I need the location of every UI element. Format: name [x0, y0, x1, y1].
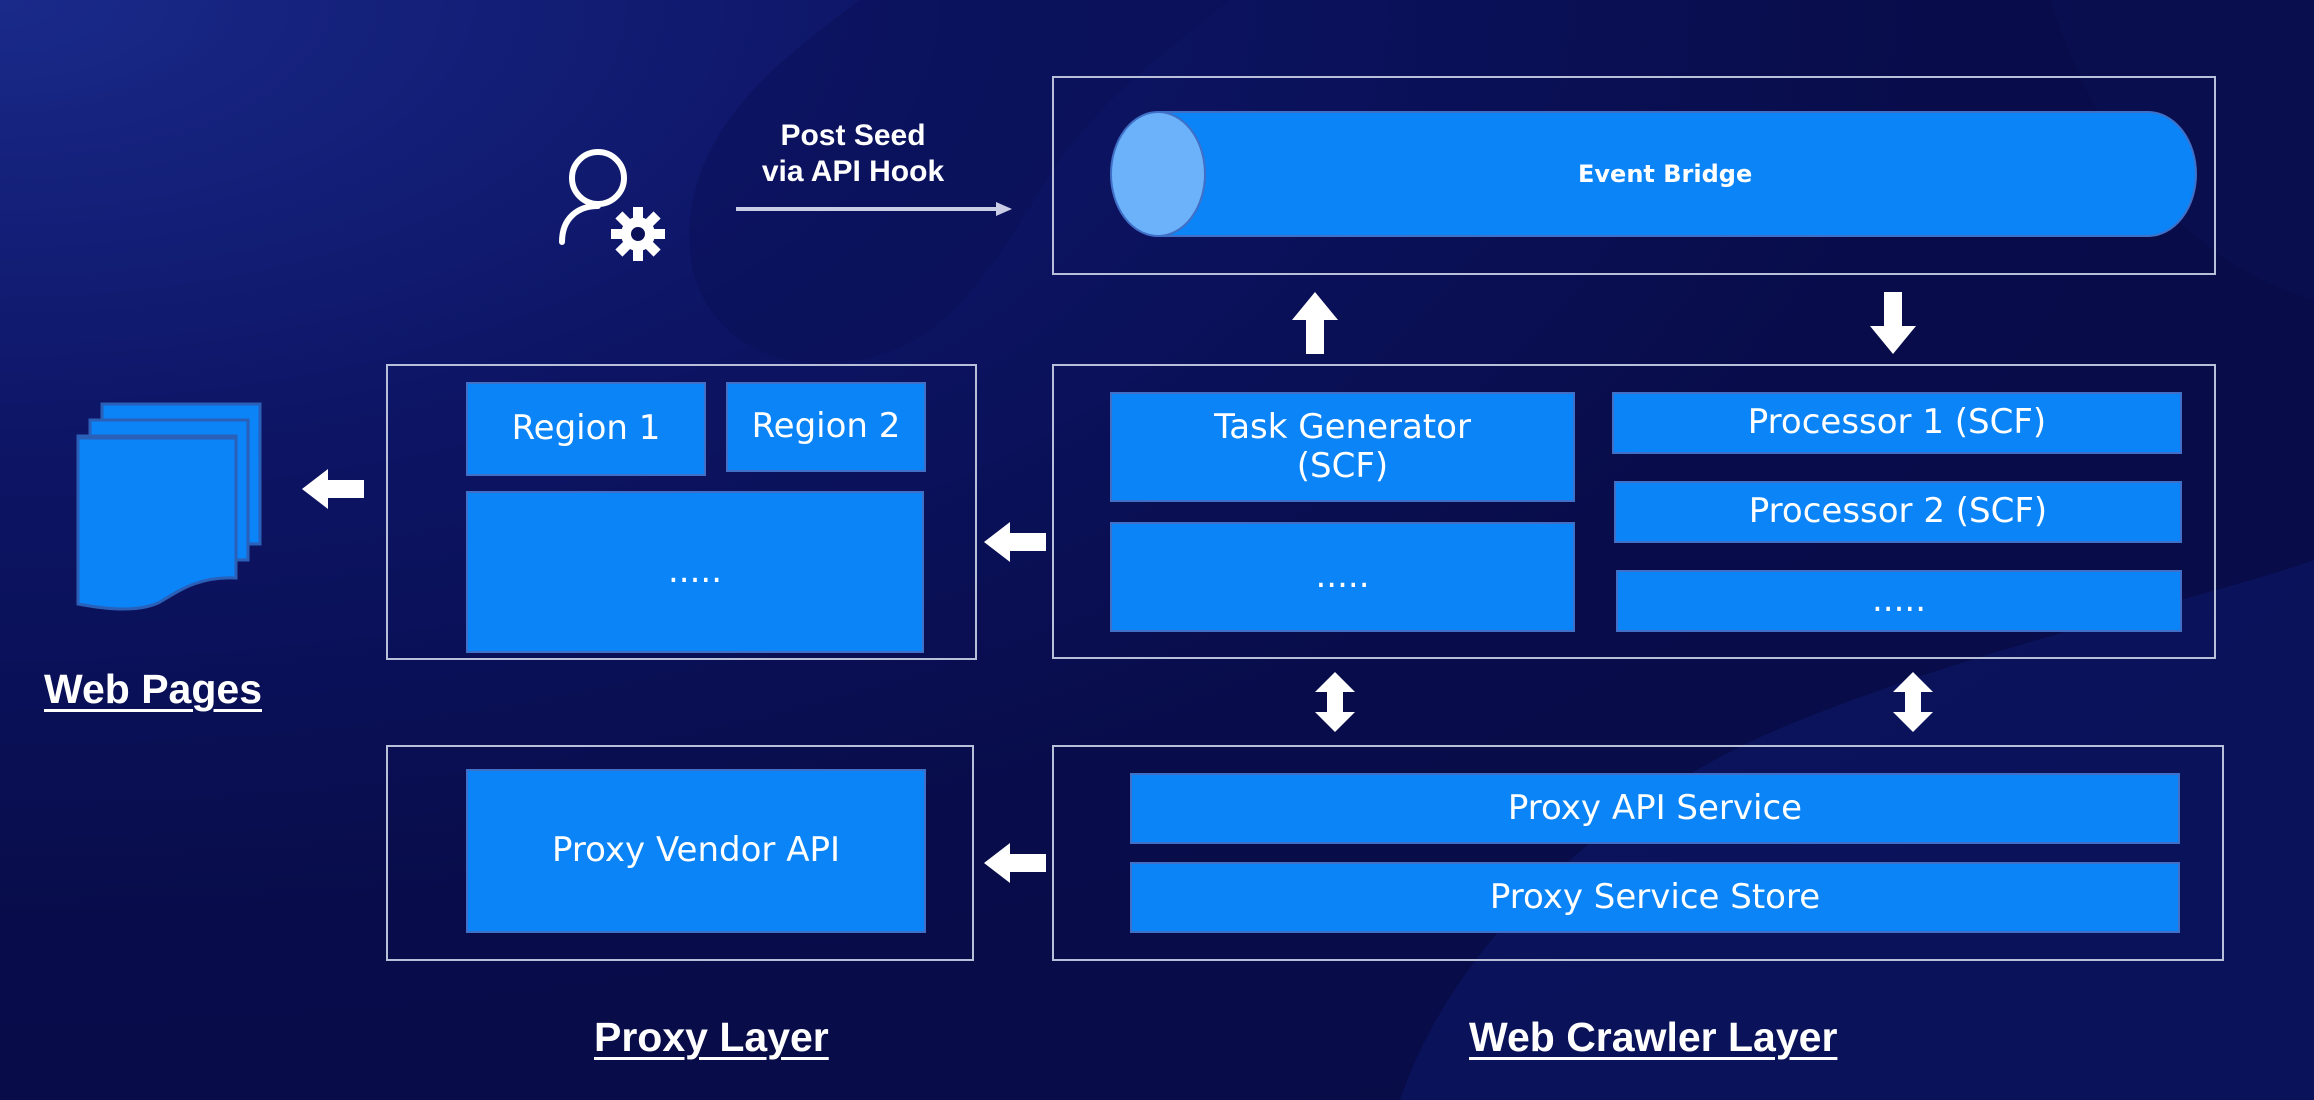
proxy-vendor-api-box: Proxy Vendor API: [466, 769, 926, 933]
bidirectional-arrow-processor-to-proxy-store: [1893, 672, 1933, 732]
proxy-service-store-box: Proxy Service Store: [1130, 862, 2180, 933]
down-arrow-from-event-bridge: [1870, 292, 1916, 354]
post-seed-label: Post Seed via API Hook: [761, 119, 945, 188]
processor-1-box: Processor 1 (SCF): [1612, 392, 2182, 454]
up-arrow-to-event-bridge: [1292, 292, 1338, 354]
proxy-layer-label: Proxy Layer: [594, 1014, 829, 1060]
proxy-regions-panel: [386, 364, 977, 660]
region-1-box: Region 1: [466, 382, 706, 476]
event-bridge-panel: [1052, 76, 2216, 275]
post-seed-arrow: [736, 202, 1012, 216]
event-bridge-cylinder: [1110, 111, 2197, 237]
bidirectional-arrow-task-to-proxy-api: [1315, 672, 1355, 732]
proxy-service-panel: [1052, 745, 2224, 961]
region-2-box: Region 2: [726, 382, 926, 472]
left-arrow-proxy-to-web-pages: [302, 469, 364, 509]
left-arrow-proxy-service-to-vendor: [984, 843, 1046, 883]
proxy-vendor-panel: [386, 745, 974, 961]
stacked-documents-icon: [76, 402, 262, 611]
region-more-box: .....: [466, 491, 924, 653]
processor-2-box: Processor 2 (SCF): [1614, 481, 2182, 543]
web-pages-label: Web Pages: [44, 666, 262, 712]
left-arrow-crawler-to-proxy: [984, 522, 1046, 562]
web-crawler-processing-panel: [1052, 364, 2216, 659]
user-gear-icon: [559, 149, 665, 261]
processor-more-box: .....: [1616, 570, 2182, 632]
task-more-box: .....: [1110, 522, 1575, 632]
event-bridge-label: Event Bridge: [1578, 160, 1753, 188]
task-generator-box: Task Generator (SCF): [1110, 392, 1575, 502]
web-crawler-layer-label: Web Crawler Layer: [1469, 1014, 1838, 1060]
proxy-api-service-box: Proxy API Service: [1130, 773, 2180, 844]
